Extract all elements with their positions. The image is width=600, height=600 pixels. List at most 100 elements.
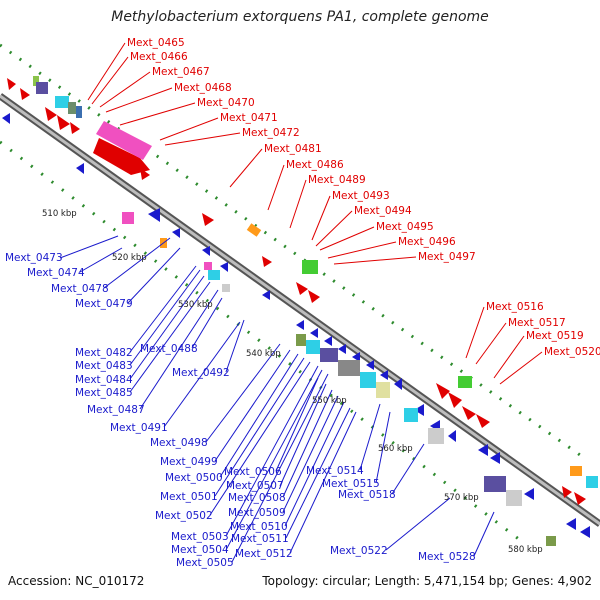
gene-label: Mext_0522: [330, 545, 388, 557]
gene-feature: [172, 228, 180, 238]
gene-feature: [93, 138, 150, 175]
gene-feature: [296, 282, 308, 295]
gene-label: Mext_0501: [160, 491, 218, 503]
gene-feature: [376, 382, 390, 398]
gene-label: Mext_0470: [197, 97, 255, 109]
gene-feature: [448, 392, 462, 408]
kbp-label: 530 kbp: [178, 300, 213, 310]
gene-label: Mext_0509: [228, 507, 286, 519]
gene-feature: [222, 284, 230, 292]
gene-label: Mext_0488: [140, 343, 198, 355]
accession: Accession: NC_010172: [8, 574, 145, 588]
gene-feature: [246, 223, 262, 237]
gene-feature: [302, 260, 318, 274]
red-gene-labels: Mext_0465 Mext_0466 Mext_0467 Mext_0468 …: [127, 37, 600, 358]
gene-feature: [220, 262, 228, 272]
gene-label: Mext_0467: [152, 66, 210, 78]
gene-feature: [45, 107, 57, 121]
gene-feature: [458, 376, 472, 388]
kbp-label: 580 kbp: [508, 545, 543, 555]
gene-label: Mext_0483: [75, 360, 133, 372]
blue-gene-labels: Mext_0473 Mext_0474 Mext_0478 Mext_0479 …: [5, 252, 476, 569]
gene-label: Mext_0514: [306, 465, 364, 477]
gene-label: Mext_0484: [75, 374, 133, 386]
gene-label: Mext_0516: [486, 301, 544, 313]
gene-label: Mext_0528: [418, 551, 476, 563]
gene-label: Mext_0471: [220, 112, 278, 124]
gene-feature: [484, 476, 506, 492]
gene-feature: [296, 334, 306, 346]
gene-label: Mext_0499: [160, 456, 218, 468]
kbp-label: 550 kbp: [312, 396, 347, 406]
gene-label: Mext_0504: [171, 544, 229, 556]
gene-label: Mext_0466: [130, 51, 188, 63]
gene-label: Mext_0479: [75, 298, 133, 310]
gene-feature: [570, 466, 582, 476]
gene-feature: [148, 208, 160, 222]
gene-feature: [122, 212, 134, 224]
gene-label: Mext_0473: [5, 252, 63, 264]
forward-genes: [7, 78, 586, 505]
blue-leaders: [59, 235, 495, 563]
gene-label: Mext_0489: [308, 174, 366, 186]
gene-feature: [202, 246, 210, 256]
gene-label: Mext_0506: [224, 466, 282, 478]
gene-feature: [7, 78, 16, 90]
gene-label: Mext_0465: [127, 37, 185, 49]
kbp-label: 510 kbp: [42, 209, 77, 219]
gene-label: Mext_0515: [322, 478, 380, 490]
gene-feature: [140, 168, 150, 180]
gene-label: Mext_0508: [228, 492, 286, 504]
gene-feature: [360, 372, 376, 388]
gene-cluster: [296, 320, 590, 538]
gene-feature: [320, 348, 338, 362]
gene-feature: [476, 414, 490, 428]
gene-feature: [428, 428, 444, 444]
gene-label: Mext_0491: [110, 422, 168, 434]
gene-feature: [574, 492, 586, 505]
gene-feature: [202, 213, 214, 226]
gene-label: Mext_0505: [176, 557, 234, 569]
gene-label: Mext_0493: [332, 190, 390, 202]
gene-feature: [308, 290, 320, 303]
gene-feature: [306, 340, 320, 354]
gene-label: Mext_0518: [338, 489, 396, 501]
gene-label: Mext_0497: [418, 251, 476, 263]
gene-label: Mext_0496: [398, 236, 456, 248]
gene-label: Mext_0482: [75, 347, 133, 359]
gene-label: Mext_0512: [235, 548, 293, 560]
gene-label: Mext_0510: [230, 521, 288, 533]
gene-label: Mext_0507: [226, 480, 284, 492]
gene-feature: [562, 486, 572, 498]
kbp-label: 570 kbp: [444, 493, 479, 503]
gene-feature: [506, 490, 522, 506]
gene-feature: [262, 256, 272, 267]
gene-label: Mext_0495: [376, 221, 434, 233]
gene-label: Mext_0503: [171, 531, 229, 543]
kbp-label: 560 kbp: [378, 444, 413, 454]
gene-feature: [404, 408, 418, 422]
gene-label: Mext_0519: [526, 330, 584, 342]
gene-feature: [338, 360, 360, 376]
gene-feature: [462, 406, 476, 420]
gene-feature: [57, 115, 70, 130]
gene-label: Mext_0500: [165, 472, 223, 484]
gene-label: Mext_0511: [231, 533, 289, 545]
gene-feature: [55, 96, 69, 108]
gene-label: Mext_0468: [174, 82, 232, 94]
gene-label: Mext_0481: [264, 143, 322, 155]
gene-label: Mext_0472: [242, 127, 300, 139]
gene-feature: [546, 536, 556, 546]
gene-label: Mext_0474: [27, 267, 85, 279]
upper-features: [33, 76, 598, 488]
kbp-scale: 510 kbp 520 kbp 530 kbp 540 kbp 550 kbp …: [42, 209, 543, 555]
gene-feature: [76, 163, 84, 174]
gene-feature: [96, 121, 152, 160]
gene-feature: [436, 383, 450, 399]
gene-feature: [36, 82, 48, 94]
genome-title: Methylobacterium extorquens PA1, complet…: [111, 9, 489, 25]
gene-label: Mext_0487: [87, 404, 145, 416]
gene-feature: [33, 76, 39, 86]
red-leaders: [87, 42, 543, 385]
